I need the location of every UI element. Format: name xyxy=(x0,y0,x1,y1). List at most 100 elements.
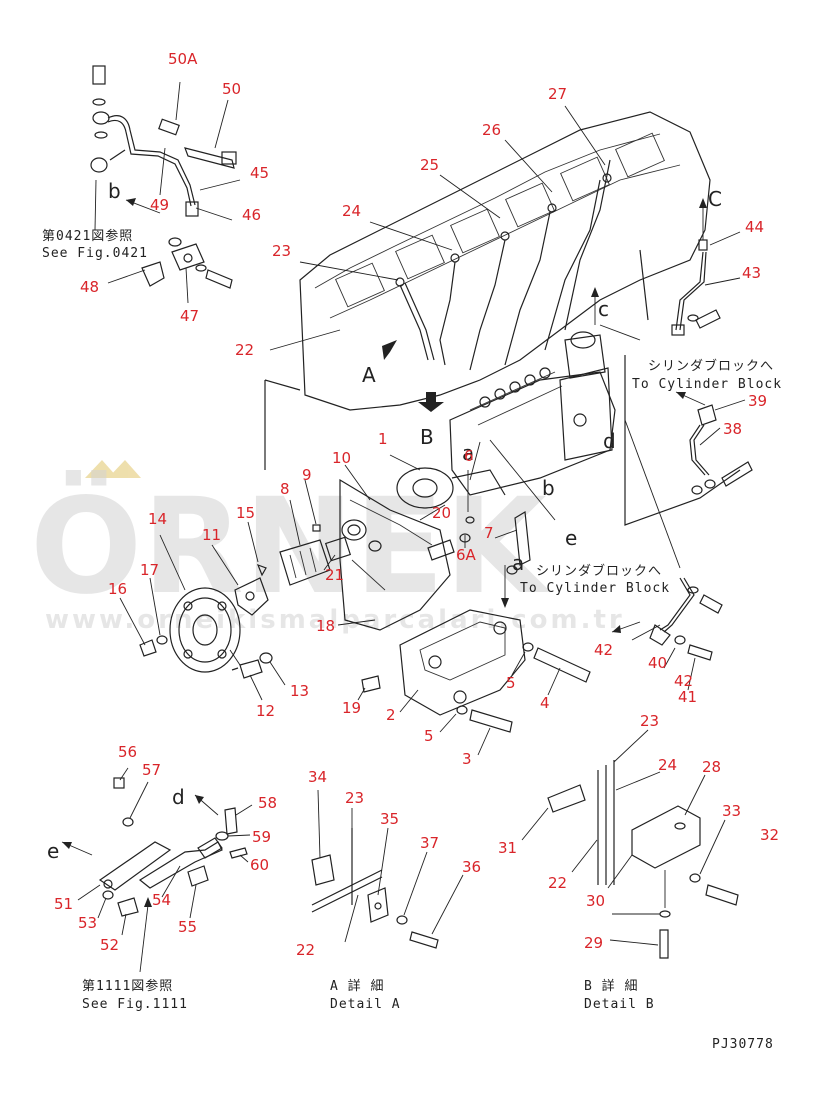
leader-line xyxy=(609,939,659,946)
leader-line xyxy=(571,839,598,873)
lever-pivot-icon xyxy=(103,879,113,889)
pipe-clamp-icon xyxy=(158,118,180,136)
callout-23A: 23 xyxy=(345,789,364,807)
leader-line xyxy=(129,781,149,819)
leader-line xyxy=(247,521,259,563)
reference-letter-a1: a xyxy=(462,441,474,465)
gear-hole-icon xyxy=(217,649,227,659)
callout-22B: 22 xyxy=(548,874,567,892)
washer-icon xyxy=(687,586,699,594)
callout-24: 24 xyxy=(342,202,361,220)
callout-7: 7 xyxy=(484,524,494,542)
caption-see-1111-jp: 第1111図参照 xyxy=(82,978,173,994)
governor-linkage xyxy=(61,777,248,973)
callout-35: 35 xyxy=(380,810,399,828)
delivery-valve-icon xyxy=(539,367,551,379)
leader-line xyxy=(615,771,661,791)
eye-fitting-icon xyxy=(92,111,110,125)
leader-line xyxy=(107,269,146,284)
bolt-32-icon xyxy=(705,884,739,906)
arrow-42-head-icon xyxy=(612,625,621,633)
leader-line xyxy=(175,81,181,121)
pipe-branch xyxy=(109,149,126,161)
head-cover-segment xyxy=(335,262,385,308)
callout-21: 21 xyxy=(325,566,344,584)
connector-hole-icon xyxy=(183,253,193,263)
callout-5b: 5 xyxy=(424,727,434,745)
leader-line xyxy=(97,897,107,919)
bolt-3-icon xyxy=(469,709,513,733)
callout-41: 41 xyxy=(678,688,697,706)
bolt-52-icon xyxy=(117,897,139,917)
leader-line xyxy=(431,874,464,935)
bracket-28-icon xyxy=(631,805,701,869)
clamp-hole-icon xyxy=(374,902,382,910)
leader-line xyxy=(613,729,649,763)
gear-hole-icon xyxy=(217,601,227,611)
caption-see-0421-jp: 第0421図参照 xyxy=(42,228,133,244)
callout-4: 4 xyxy=(540,694,550,712)
fitting-44-icon xyxy=(698,239,708,251)
pump-bracket-inner xyxy=(419,621,506,681)
drawing-code: PJ30778 xyxy=(712,1037,774,1052)
leader-line xyxy=(269,329,341,351)
bolt-4-icon xyxy=(533,647,591,683)
cover-hole-icon xyxy=(368,540,382,552)
caption-cyl-block-en-1: To Cylinder Block xyxy=(632,377,782,392)
callout-8: 8 xyxy=(280,480,290,498)
callout-27: 27 xyxy=(548,85,567,103)
callout-22A: 22 xyxy=(296,941,315,959)
reference-letter-C: C xyxy=(708,187,722,211)
callout-2: 2 xyxy=(386,706,396,724)
pin-60-icon xyxy=(229,847,248,859)
leader-line xyxy=(229,649,241,666)
pipe-line-cyl-block xyxy=(624,419,681,569)
nozzle-nut-icon xyxy=(547,203,557,213)
leader-line xyxy=(323,554,336,571)
callout-30: 30 xyxy=(586,892,605,910)
leader-line xyxy=(239,854,249,863)
callout-49: 49 xyxy=(150,196,169,214)
bolt-icon xyxy=(205,269,233,289)
leader-line xyxy=(439,174,501,219)
reference-letter-b-top: b xyxy=(108,179,121,203)
head-cover-segment xyxy=(450,208,500,254)
arrow-d-head-icon xyxy=(195,795,204,804)
fuel-return-pipe-assembly xyxy=(90,65,237,289)
callout-42b: 42 xyxy=(674,672,693,690)
leader-line xyxy=(344,464,371,501)
callout-42a: 42 xyxy=(594,641,613,659)
leader-line xyxy=(139,904,149,973)
coupling-splines xyxy=(289,547,317,579)
pump-coupling-icon xyxy=(396,467,454,509)
callout-55: 55 xyxy=(178,918,197,936)
watermark-dots xyxy=(85,460,141,478)
caption-detail-a-jp: A 詳 細 xyxy=(330,978,384,994)
bolt-36-icon xyxy=(409,931,439,949)
leader-line xyxy=(419,504,446,521)
front-drive-assembly xyxy=(139,478,455,693)
bolt-head-icon xyxy=(221,151,237,165)
washer-53-icon xyxy=(102,890,114,900)
leader-line xyxy=(121,913,127,936)
clamp-35-icon xyxy=(367,887,389,923)
callout-11: 11 xyxy=(202,526,221,544)
washer-icon xyxy=(506,565,518,575)
front-cover-detail xyxy=(349,499,433,591)
caption-see-0421-en: See Fig.0421 xyxy=(42,246,148,261)
leader-line xyxy=(299,261,399,281)
leader-line xyxy=(704,277,741,286)
gear-hole-icon xyxy=(183,601,193,611)
callout-25: 25 xyxy=(420,156,439,174)
callout-46: 46 xyxy=(242,206,261,224)
cylinder-head-body xyxy=(299,111,711,411)
nozzle-nut-icon xyxy=(500,231,510,241)
bracket-bolt-hole-icon xyxy=(453,690,467,704)
reference-letter-e2: e xyxy=(47,839,59,863)
reference-letter-b2: b xyxy=(542,476,555,500)
injection-pipe-3 xyxy=(469,239,506,371)
leader-line xyxy=(547,667,561,696)
governor-housing xyxy=(564,334,606,379)
arrow-c2-head-icon xyxy=(591,287,599,297)
